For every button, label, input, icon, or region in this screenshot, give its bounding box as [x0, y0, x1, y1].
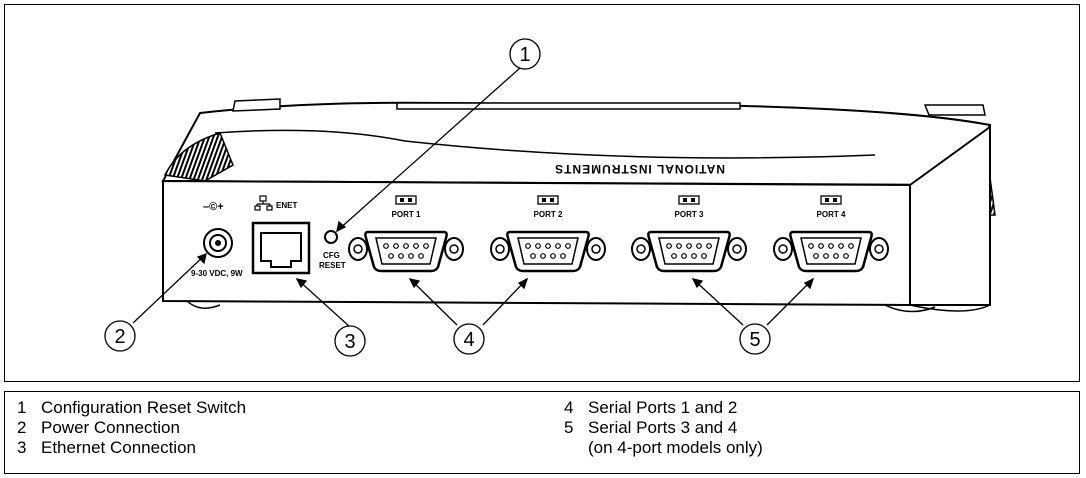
port-label: PORT 2 — [534, 210, 563, 219]
serial-port-4: PORT 4 — [773, 195, 889, 273]
port-indicator-icon — [537, 195, 559, 205]
port-indicator-icon — [395, 195, 417, 205]
power-symbol-label: –©+ — [203, 201, 224, 213]
svg-text:1: 1 — [519, 44, 530, 66]
callout-1: 1 — [509, 38, 541, 70]
port-indicator-icon — [820, 195, 842, 205]
reset-label: RESET — [319, 261, 346, 270]
cfg-label: CFG — [323, 251, 340, 260]
svg-text:3: 3 — [344, 331, 355, 353]
network-icon — [254, 195, 273, 211]
svg-text:2: 2 — [114, 326, 125, 348]
legend-item: (on 4-port models only) — [588, 438, 763, 457]
figure-frame: NATIONAL INSTRUMENTS –©+ 9-30 VDC, 9W EN… — [4, 4, 1080, 382]
port-label: PORT 4 — [817, 210, 846, 219]
cfg-reset-switch — [324, 230, 338, 244]
serial-port-2: PORT 2 — [490, 195, 606, 273]
device-illustration: NATIONAL INSTRUMENTS –©+ 9-30 VDC, 9W EN… — [104, 38, 996, 357]
svg-text:4: 4 — [463, 329, 474, 351]
svg-text:5: 5 — [749, 329, 760, 351]
port-label: PORT 3 — [675, 210, 704, 219]
voltage-label: 9-30 VDC, 9W — [191, 269, 243, 278]
serial-port-3: PORT 3 — [631, 195, 747, 273]
callout-5: 5 — [739, 323, 771, 355]
callout-3: 3 — [334, 325, 366, 357]
power-jack — [203, 228, 233, 258]
port-indicator-icon — [678, 195, 700, 205]
enet-label: ENET — [276, 201, 297, 210]
callout-4: 4 — [453, 323, 485, 355]
serial-port-1: PORT 1 — [348, 195, 464, 273]
callout-leaders — [132, 67, 815, 328]
brand-text: NATIONAL INSTRUMENTS — [554, 162, 725, 176]
ethernet-jack — [251, 221, 311, 275]
port-label: PORT 1 — [392, 210, 421, 219]
callout-2: 2 — [104, 320, 136, 352]
